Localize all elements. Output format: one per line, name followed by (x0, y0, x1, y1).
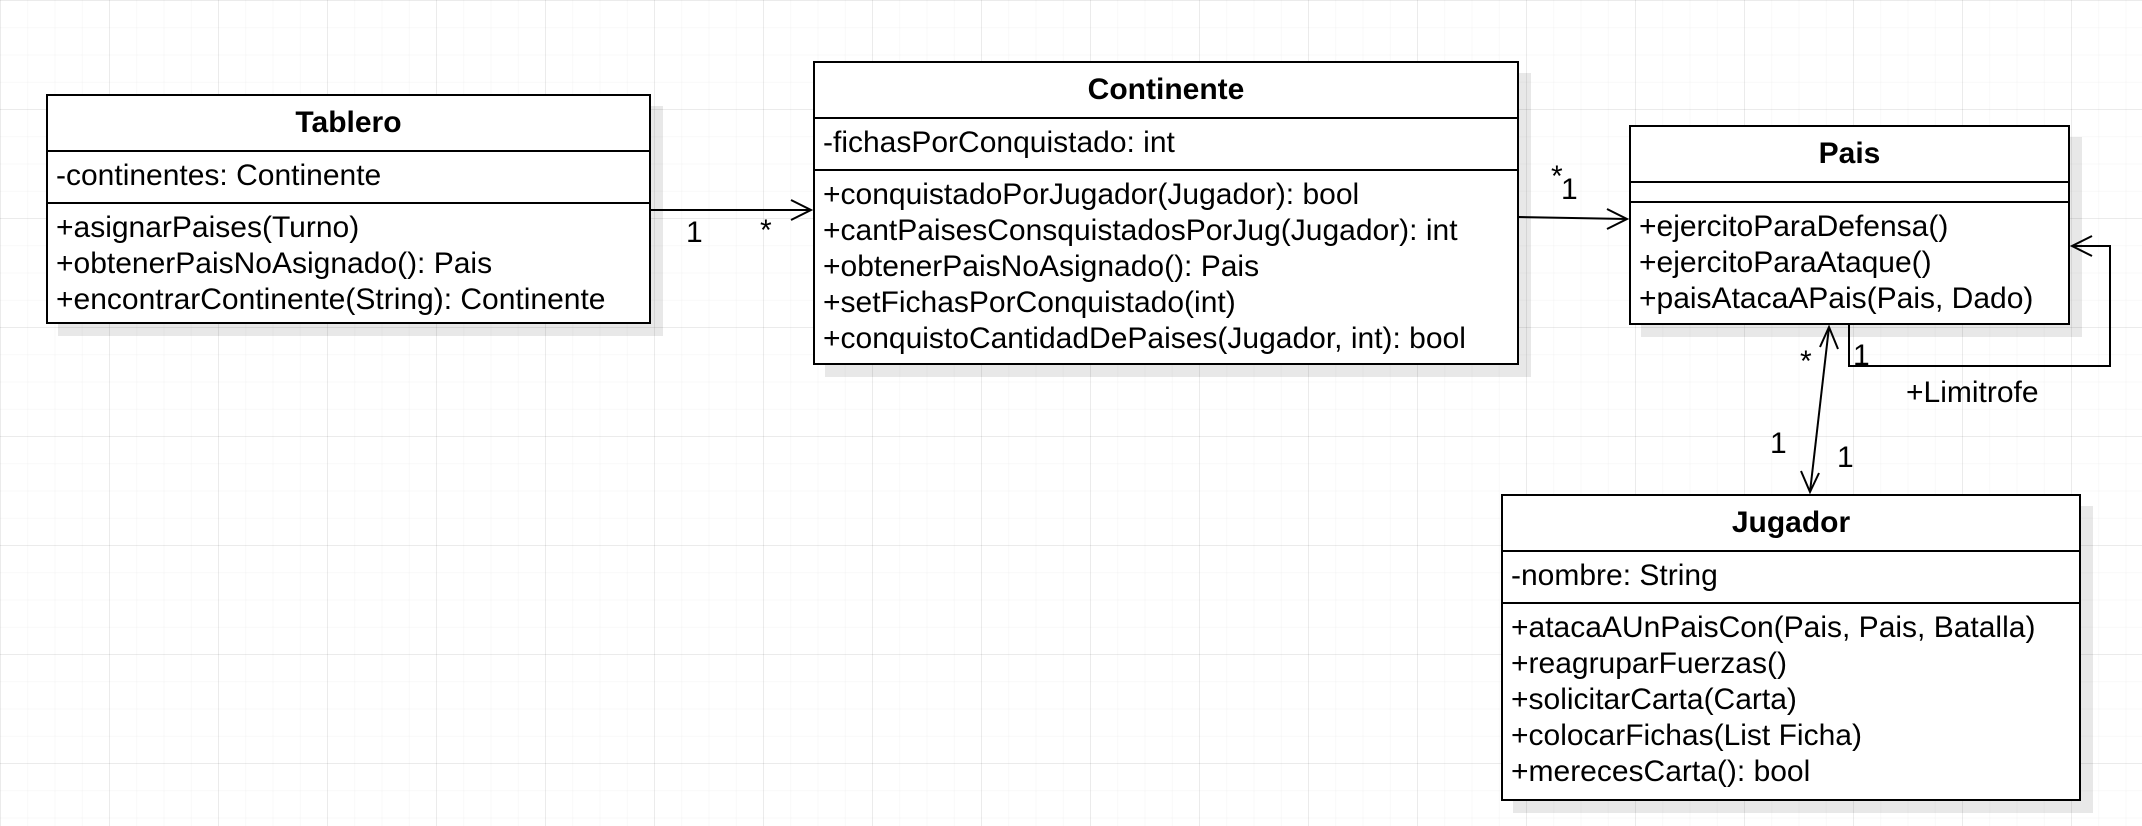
operation: +ejercitoParaAtaque() (1639, 246, 1932, 279)
class-operations: +ejercitoParaDefensa() +ejercitoParaAtaq… (1631, 203, 2068, 317)
class-name: Tablero (48, 96, 649, 152)
class-operations: +atacaAUnPaisCon(Pais, Pais, Batalla) +r… (1503, 604, 2079, 790)
operation: +ejercitoParaDefensa() (1639, 210, 1949, 243)
class-attributes: -nombre: String (1503, 552, 2079, 604)
operation: +merecesCarta(): bool (1511, 755, 1811, 788)
attribute: -nombre: String (1511, 559, 1718, 592)
class-attributes: -fichasPorConquistado: int (815, 119, 1517, 171)
class-tablero[interactable]: Tablero -continentes: Continente +asigna… (46, 94, 651, 324)
operation: +solicitarCarta(Carta) (1511, 683, 1797, 716)
operation: +reagruparFuerzas() (1511, 647, 1787, 680)
multiplicity-pais-side: 1 (1561, 173, 1578, 206)
attribute: -continentes: Continente (56, 159, 382, 192)
multiplicity-pais-jugador-a: 1 (1770, 427, 1787, 460)
class-operations: +conquistadoPorJugador(Jugador): bool +c… (815, 171, 1517, 357)
multiplicity-pais-jugador-pais-end: * (1800, 345, 1812, 378)
attribute: -fichasPorConquistado: int (823, 126, 1175, 159)
operation: +setFichasPorConquistado(int) (823, 286, 1236, 319)
operation: +paisAtacaAPais(Pais, Dado) (1639, 282, 2034, 315)
operation: +obtenerPaisNoAsignado(): Pais (56, 247, 493, 280)
class-pais[interactable]: Pais +ejercitoParaDefensa() +ejercitoPar… (1629, 125, 2070, 325)
class-operations: +asignarPaises(Turno) +obtenerPaisNoAsig… (48, 204, 649, 318)
association-continente-pais[interactable] (1518, 208, 1630, 230)
multiplicity-limitrofe: 1 (1853, 339, 1870, 372)
operation: +conquistoCantidadDePaises(Jugador, int)… (823, 322, 1466, 355)
operation: +obtenerPaisNoAsignado(): Pais (823, 250, 1260, 283)
multiplicity-continente-end: * (760, 214, 772, 247)
class-jugador[interactable]: Jugador -nombre: String +atacaAUnPaisCon… (1501, 494, 2081, 801)
class-name: Continente (815, 63, 1517, 119)
multiplicity-continente-side: * (1551, 160, 1563, 193)
operation: +cantPaisesConsquistadosPorJug(Jugador):… (823, 214, 1458, 247)
class-name: Pais (1631, 127, 2068, 183)
association-tablero-continente[interactable] (651, 199, 814, 221)
operation: +atacaAUnPaisCon(Pais, Pais, Batalla) (1511, 611, 2036, 644)
operation: +colocarFichas(List Ficha) (1511, 719, 1862, 752)
class-continente[interactable]: Continente -fichasPorConquistado: int +c… (813, 61, 1519, 365)
class-name: Jugador (1503, 496, 2079, 552)
multiplicity-tablero-end: 1 (686, 216, 703, 249)
role-limitrofe: +Limitrofe (1906, 376, 2039, 409)
class-attributes (1631, 183, 2068, 203)
class-attributes: -continentes: Continente (48, 152, 649, 204)
operation: +encontrarContinente(String): Continente (56, 283, 606, 316)
multiplicity-pais-jugador-b: 1 (1837, 441, 1854, 474)
operation: +conquistadoPorJugador(Jugador): bool (823, 178, 1360, 211)
operation: +asignarPaises(Turno) (56, 211, 360, 244)
